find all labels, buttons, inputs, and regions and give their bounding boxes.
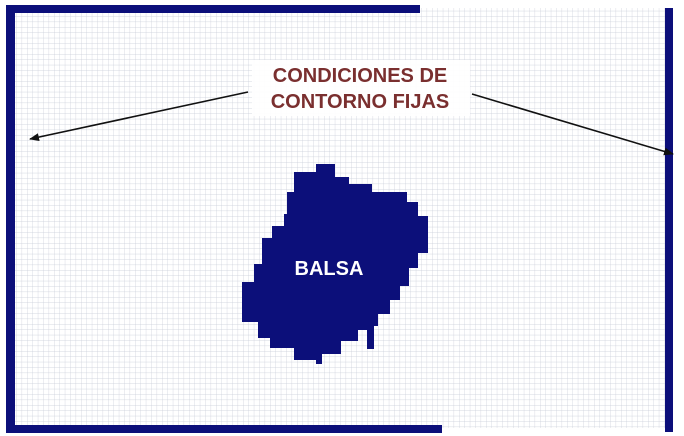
reservoir-shape: [242, 164, 428, 364]
boundary-label-line1: CONDICIONES DE: [273, 65, 447, 87]
fixed-boundary: [6, 5, 673, 433]
boundary-top-segment: [6, 5, 420, 13]
reservoir-label: BALSA: [295, 258, 364, 280]
boundary-left-segment: [6, 5, 15, 431]
arrow-icon: [29, 91, 249, 142]
label-backdrop: [252, 60, 470, 116]
boundary-label-line2: CONTORNO FIJAS: [271, 91, 450, 113]
boundary-bottom-segment: [6, 425, 442, 433]
boundary-right-segment: [665, 8, 673, 432]
arrow-icon: [471, 93, 674, 156]
